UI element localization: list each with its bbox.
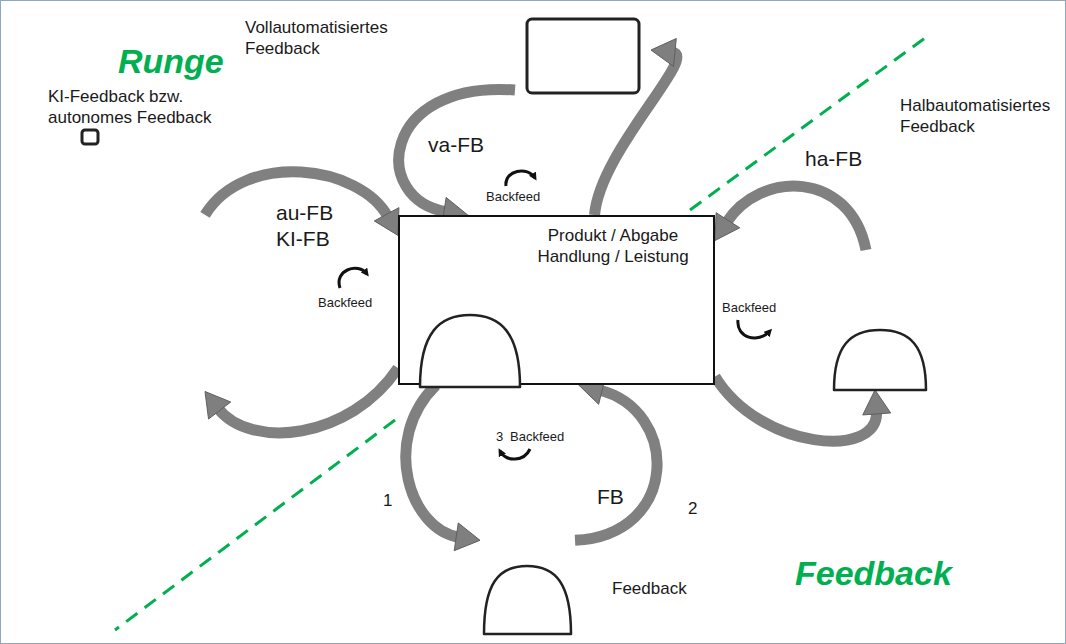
backfeed-label: Backfeed	[722, 300, 776, 316]
backfeed-label: Backfeed	[510, 429, 564, 445]
feedback-arrow	[205, 172, 399, 236]
arrow-shaft	[218, 368, 398, 433]
feedback-arrow	[715, 186, 866, 250]
figure-illustration	[480, 462, 575, 636]
backfeed-arrow	[500, 449, 530, 459]
arrow-shaft	[205, 172, 388, 217]
person-figure: Feedback	[480, 462, 575, 636]
node-text: Vollautomatisiertes Feedback	[245, 17, 420, 60]
flow-label: KI-FB	[276, 226, 330, 252]
edge-label: va-FB	[428, 132, 484, 158]
region-title: Feedback	[795, 552, 952, 595]
arrow-head	[715, 213, 740, 241]
figure-illustration	[830, 250, 1010, 390]
flow-label: FB	[597, 484, 624, 510]
edge-label: au-FB	[276, 200, 333, 226]
backfeed-arrow	[738, 320, 770, 338]
edge-label: 2	[688, 498, 697, 519]
node-text: Halbautomatisiertes Feedback	[900, 95, 1062, 138]
person-laptop-figure: Halbautomatisiertes Feedback	[830, 250, 1010, 390]
arrow-shaft	[575, 390, 657, 540]
arrow-shaft	[399, 89, 515, 211]
backfeed-arrow	[339, 268, 367, 288]
backfeed-label: Backfeed	[318, 295, 372, 311]
laptop-figure: Vollautomatisiertes Feedback	[515, 15, 651, 115]
node-text: Produkt / Abgabe Handlung / Leistung	[518, 225, 708, 268]
edge-label: 1	[383, 490, 392, 511]
arrow-head	[863, 390, 891, 415]
feedback-arrow	[406, 385, 480, 551]
backfeed-arrow	[506, 171, 535, 186]
node-text: KI-Feedback bzw. autonomes Feedback	[48, 86, 223, 129]
backfeed-label: Backfeed	[486, 189, 540, 205]
feedback-arrow	[205, 368, 398, 433]
dashed-divider	[115, 420, 395, 630]
figure-illustration	[20, 128, 205, 438]
product-box: Produkt / Abgabe Handlung / Leistung	[398, 215, 715, 385]
node-text: Feedback	[612, 578, 712, 599]
arrow-shaft	[726, 186, 866, 250]
arrow-shaft	[406, 385, 459, 537]
region-title: Runge	[118, 40, 224, 83]
arrow-head	[374, 208, 399, 236]
arrow-head	[205, 392, 231, 420]
robot-figure: KI-Feedback bzw. autonomes Feedback	[20, 128, 205, 438]
feedback-arrow	[399, 89, 515, 225]
arrow-head	[651, 39, 676, 67]
figure-illustration	[515, 15, 651, 115]
feedback-arrow	[575, 377, 657, 540]
edge-label: ha-FB	[805, 146, 862, 172]
callout-number: 3	[496, 429, 503, 445]
arrow-head	[454, 523, 480, 551]
